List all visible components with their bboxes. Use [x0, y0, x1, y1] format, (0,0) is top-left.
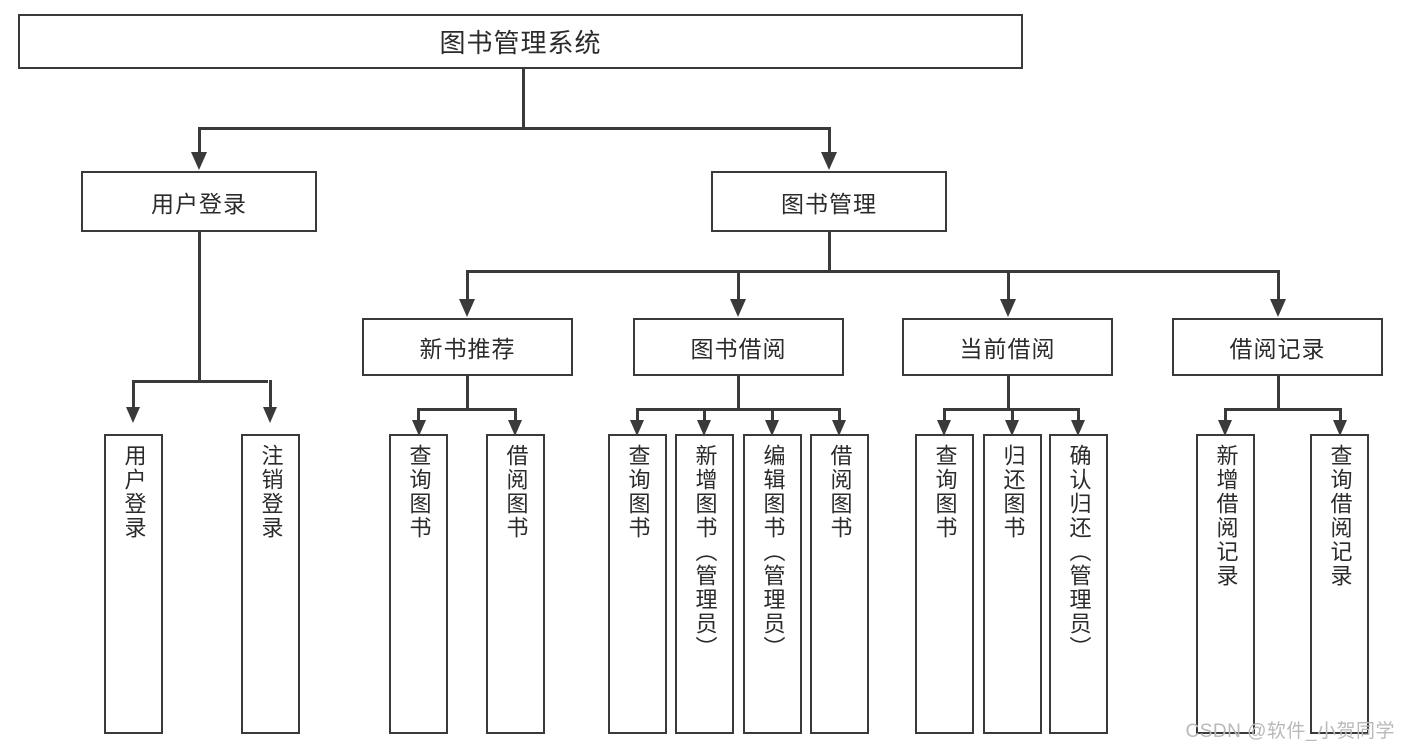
- arrowhead-to-user-login: [191, 152, 207, 170]
- node-label: 图书借阅: [690, 336, 787, 362]
- node-label: 图书管理: [781, 190, 877, 217]
- connector-borrow-records-stem: [1277, 376, 1280, 409]
- leaf-add-borrow-record[interactable]: 新增借阅记录: [1196, 434, 1255, 734]
- arrowhead-to-query-borrow-record: [1333, 420, 1347, 436]
- connector-current-borrow-drop-1: [1011, 408, 1014, 426]
- node-root-book-management-system[interactable]: 图书管理系统: [18, 14, 1023, 69]
- node-label: 借阅图书: [503, 444, 529, 540]
- node-label: 用户登录: [121, 444, 147, 540]
- arrowhead-to-borrow-book-2: [832, 420, 846, 436]
- connector-book-management-stem: [828, 232, 831, 271]
- node-label: 当前借阅: [959, 336, 1056, 362]
- arrowhead-to-user-login-leaf: [126, 407, 140, 423]
- arrowhead-to-add-book: [697, 420, 711, 436]
- connector-borrow-records-drop-0: [1224, 408, 1227, 426]
- leaf-return-book[interactable]: 归还图书: [983, 434, 1042, 734]
- connector-borrow-records-bus: [1224, 408, 1341, 411]
- arrowhead-to-query-book-1: [412, 420, 426, 436]
- connector-user-login-stem: [198, 232, 201, 381]
- arrowhead-to-confirm-return: [1071, 420, 1085, 436]
- arrowhead-to-edit-book: [765, 420, 779, 436]
- connector-borrow-records-drop-1: [1339, 408, 1342, 426]
- connector-level2-drop-left: [198, 127, 201, 155]
- node-label: 新增借阅记录: [1213, 444, 1239, 588]
- leaf-add-book-admin[interactable]: 新增图书（管理员）: [675, 434, 734, 734]
- connector-level3-drop-0: [466, 270, 469, 302]
- arrowhead-to-book-management: [821, 152, 837, 170]
- node-label: 查询借阅记录: [1327, 444, 1353, 588]
- node-user-login[interactable]: 用户登录: [81, 171, 317, 232]
- node-borrow-records[interactable]: 借阅记录: [1172, 318, 1383, 376]
- leaf-user-login[interactable]: 用户登录: [104, 434, 163, 734]
- connector-level2-bus: [198, 127, 831, 130]
- node-label: 借阅记录: [1229, 336, 1326, 362]
- node-label: 注销登录: [258, 444, 284, 540]
- connector-level3-drop-2: [1007, 270, 1010, 302]
- connector-new-book-recommend-drop-1: [514, 408, 517, 426]
- arrowhead-to-query-book-3: [937, 420, 951, 436]
- leaf-query-book-recommend[interactable]: 查询图书: [389, 434, 448, 734]
- arrowhead-to-add-borrow-record: [1218, 420, 1232, 436]
- leaf-query-borrow-record[interactable]: 查询借阅记录: [1310, 434, 1369, 734]
- connector-current-borrow-stem: [1007, 376, 1010, 409]
- connector-new-book-recommend-stem: [466, 376, 469, 409]
- connector-level3-drop-3: [1277, 270, 1280, 302]
- node-label: 借阅图书: [827, 444, 853, 540]
- node-label: 新增图书（管理员）: [692, 444, 718, 660]
- connector-book-borrow-drop-3: [838, 408, 841, 426]
- connector-book-borrow-bus: [636, 408, 840, 411]
- node-current-borrow[interactable]: 当前借阅: [902, 318, 1113, 376]
- leaf-logout[interactable]: 注销登录: [241, 434, 300, 734]
- leaf-query-book-current[interactable]: 查询图书: [915, 434, 974, 734]
- connector-new-book-recommend-drop-0: [417, 408, 420, 426]
- leaf-edit-book-admin[interactable]: 编辑图书（管理员）: [743, 434, 802, 734]
- node-label: 用户登录: [151, 190, 247, 217]
- connector-root-stem: [522, 69, 525, 128]
- connector-book-borrow-drop-0: [636, 408, 639, 426]
- arrowhead-to-query-book-2: [630, 420, 644, 436]
- node-label: 图书管理系统: [439, 28, 602, 58]
- node-label: 查询图书: [406, 444, 432, 540]
- node-book-borrow[interactable]: 图书借阅: [633, 318, 844, 376]
- connector-current-borrow-bus: [943, 408, 1078, 411]
- arrowhead-to-current-borrow: [1000, 299, 1016, 317]
- arrowhead-to-new-book-recommend: [459, 299, 475, 317]
- connector-book-borrow-stem: [737, 376, 740, 409]
- arrowhead-to-borrow-book-1: [508, 420, 522, 436]
- connector-level3-drop-1: [737, 270, 740, 302]
- leaf-borrow-book-recommend[interactable]: 借阅图书: [486, 434, 545, 734]
- connector-user-login-drop-1: [269, 380, 272, 409]
- arrowhead-to-logout-leaf: [263, 407, 277, 423]
- connector-book-borrow-drop-2: [771, 408, 774, 426]
- arrowhead-to-book-borrow: [730, 299, 746, 317]
- node-label: 确认归还（管理员）: [1066, 444, 1092, 660]
- connector-current-borrow-drop-2: [1077, 408, 1080, 426]
- connector-current-borrow-drop-0: [943, 408, 946, 426]
- connector-book-borrow-drop-1: [703, 408, 706, 426]
- arrowhead-to-return-book: [1005, 420, 1019, 436]
- node-label: 编辑图书（管理员）: [760, 444, 786, 660]
- node-book-management[interactable]: 图书管理: [711, 171, 947, 232]
- node-new-book-recommend[interactable]: 新书推荐: [362, 318, 573, 376]
- node-label: 查询图书: [625, 444, 651, 540]
- node-label: 新书推荐: [419, 336, 516, 362]
- leaf-query-book-borrow[interactable]: 查询图书: [608, 434, 667, 734]
- connector-new-book-recommend-bus: [417, 408, 517, 411]
- node-label: 查询图书: [932, 444, 958, 540]
- connector-user-login-drop-0: [132, 380, 135, 409]
- arrowhead-to-borrow-records: [1270, 299, 1286, 317]
- connector-level3-bus: [466, 270, 1279, 273]
- node-label: 归还图书: [1000, 444, 1026, 540]
- leaf-confirm-return-admin[interactable]: 确认归还（管理员）: [1049, 434, 1108, 734]
- connector-level2-drop-right: [828, 127, 831, 155]
- connector-user-login-bus: [132, 380, 268, 383]
- leaf-borrow-book[interactable]: 借阅图书: [810, 434, 869, 734]
